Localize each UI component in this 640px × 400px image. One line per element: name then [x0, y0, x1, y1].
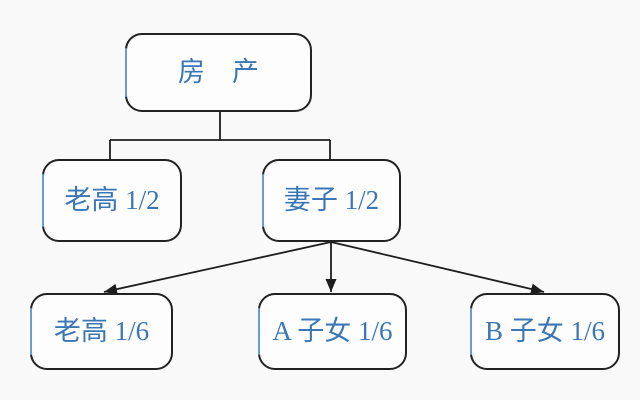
node-laogao-sixth-label: 老高 1/6: [53, 316, 150, 346]
node-left-accent: [42, 174, 44, 227]
node-wife-half: 妻子 1/2: [262, 159, 401, 242]
node-child-a-sixth-label: A 子女 1/6: [272, 316, 393, 346]
node-wife-half-label: 妻子 1/2: [283, 185, 380, 215]
node-child-a-sixth: A 子女 1/6: [258, 293, 407, 370]
node-left-accent: [125, 48, 127, 97]
node-left-accent: [470, 308, 472, 355]
node-laogao-half-label: 老高 1/2: [64, 185, 160, 215]
node-left-accent: [30, 308, 32, 355]
node-laogao-sixth: 老高 1/6: [30, 293, 173, 370]
node-left-accent: [258, 308, 260, 355]
node-property-label: 房 产: [178, 57, 259, 87]
node-property: 房 产: [125, 33, 312, 112]
node-child-b-sixth-label: B 子女 1/6: [484, 316, 605, 346]
edge-wife-to-laogao-arrow: [103, 241, 332, 295]
edge-wife-to-child-b-arrow: [330, 241, 545, 295]
node-child-b-sixth: B 子女 1/6: [470, 293, 620, 370]
node-left-accent: [262, 174, 264, 227]
edge-property-to-spouses: [109, 112, 331, 159]
node-laogao-half: 老高 1/2: [42, 159, 182, 242]
